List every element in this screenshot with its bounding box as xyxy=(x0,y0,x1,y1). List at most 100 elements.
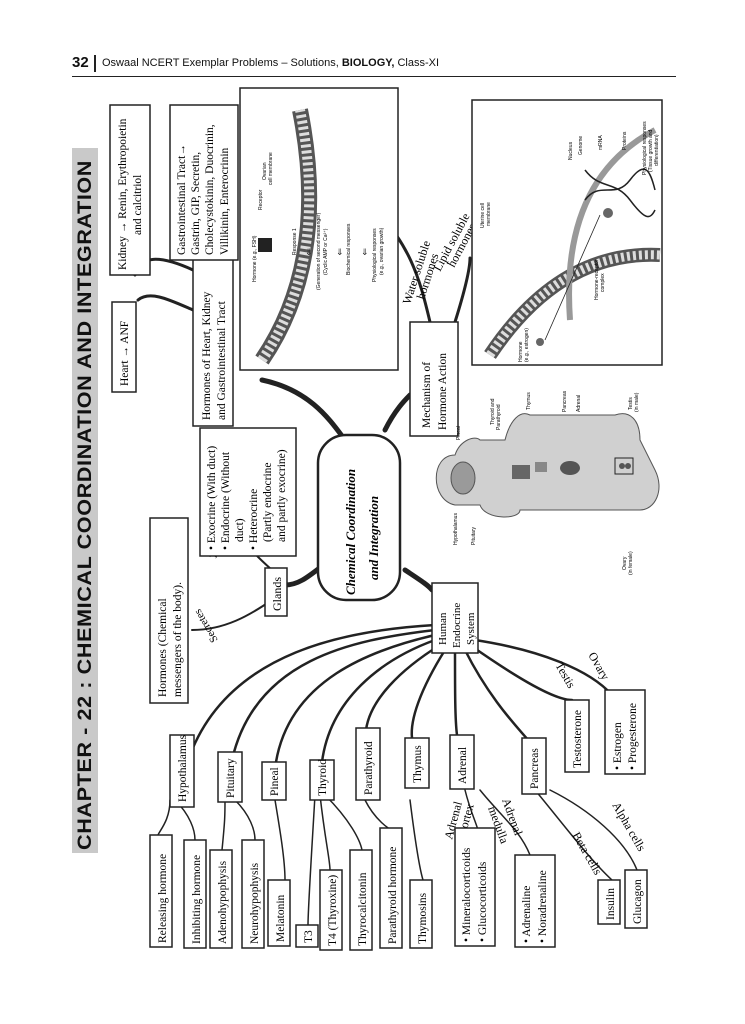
body-pancreas: Pancreas xyxy=(562,390,568,412)
gi-line2: Gastrin, GIP, Secretin, xyxy=(190,152,202,255)
kidney-hormone-line2: and calcitriol xyxy=(132,175,144,235)
gi-line4: Villikinin, Enterocrinin xyxy=(219,147,231,255)
mechanism-line2: Hormone Action xyxy=(437,353,449,430)
alpha-cells-label: Alpha cells xyxy=(609,800,648,854)
water-hormone-label: Hormone (e.g., FSH) xyxy=(252,235,258,282)
lipid-genome: Genome xyxy=(578,136,584,155)
gland-hypothalamus: Hypothalamus xyxy=(177,734,189,802)
lipid-arrow xyxy=(544,214,601,341)
gland-thymus-box xyxy=(404,737,430,789)
central-topic xyxy=(316,433,402,602)
body-hypothalamus: Hypothalamus xyxy=(453,513,459,545)
hormone-adrenaline-box xyxy=(514,854,556,948)
hormone-inhibiting-box xyxy=(183,839,207,949)
book-title: Oswaal NCERT Exemplar Problems – Solutio… xyxy=(102,57,440,69)
secretes-label: Secretes xyxy=(192,607,221,645)
hormone-molecule xyxy=(536,338,544,346)
human-endocrine-hub xyxy=(431,582,479,654)
gland-type-3: • Heterocrine xyxy=(248,489,260,550)
body-adrenal: Adrenal xyxy=(576,395,582,412)
lipid-physiological-1: Physiological responses xyxy=(642,121,648,175)
gland-thyroid: Thyroid xyxy=(317,759,329,796)
gland-type-2b: duct) xyxy=(234,518,246,542)
hormone-glucagon: Glucagon xyxy=(632,879,644,924)
hormone-receptor-complex-shape xyxy=(603,208,613,218)
hub-line3: System xyxy=(465,612,477,645)
chapter-title-bar xyxy=(72,148,98,853)
gland-testosterone-box xyxy=(564,699,590,773)
lipid-membrane-1: Uterine cell xyxy=(480,203,486,228)
water-second-messenger-1: (Generation of second messenger) xyxy=(316,212,322,290)
hormone-insulin-box xyxy=(597,879,621,925)
gland-pineal-box xyxy=(261,761,287,801)
header-divider xyxy=(94,55,96,72)
hub-line1: Human xyxy=(437,612,449,645)
svg-text:⇓: ⇓ xyxy=(361,247,369,257)
gi-line1: Gastrointestinal Tract→ xyxy=(176,144,188,255)
gland-pituitary-box xyxy=(217,751,243,803)
hormone-adenohypophysis-box xyxy=(209,849,233,949)
gland-pineal: Pineal xyxy=(269,767,281,796)
mechanism-box xyxy=(409,321,459,437)
hormone-t3-box xyxy=(295,924,319,948)
kidney-box xyxy=(109,104,151,276)
body-ovary-2: (in female) xyxy=(628,551,634,575)
gland-hypothalamus-box xyxy=(169,734,195,808)
gland-progesterone: • Progesterone xyxy=(627,703,639,770)
gland-estrogen: • Estrogen xyxy=(612,722,624,770)
lipid-physiological-2: (Tissue growth and xyxy=(648,129,654,172)
hormone-glucocorticoids: • Glucocorticoids xyxy=(477,861,489,942)
gland-pancreas: Pancreas xyxy=(529,748,541,789)
heart-kidney-gi-line1: Hormones of Heart, Kidney xyxy=(201,291,213,420)
hormone-corticoids-box xyxy=(454,827,496,947)
dna-strand-1 xyxy=(584,169,656,218)
gland-thymus: Thymus xyxy=(412,745,424,783)
gland-type-3c: and partly exocrine) xyxy=(276,449,288,542)
central-topic-line2: and Integration xyxy=(366,496,381,580)
hormones-definition-box xyxy=(149,517,189,704)
beta-cells-label: Beta cells xyxy=(569,830,605,878)
water-biochemical: Biochemical responses xyxy=(346,223,352,275)
gland-testosterone: Testosterone xyxy=(572,710,584,768)
gland-type-3b: (Partly endocrine xyxy=(262,462,274,542)
water-soluble-panel xyxy=(239,87,399,371)
heart-hormone: Heart → ANF xyxy=(119,321,131,386)
heart-kidney-gi-line2: and Gastrointestinal Tract xyxy=(216,300,228,420)
mechanism-line1: Mechanism of xyxy=(421,362,433,428)
gland-type-2: • Endocrine (Without xyxy=(220,451,232,550)
body-thyroid-2: Parathyroid xyxy=(496,404,502,430)
hormone-parathyroid: Parathyroid hormone xyxy=(387,847,399,944)
hormone-thyrocalcitonin: Thyrocalcitonin xyxy=(357,872,369,946)
hormone-t3: T3 xyxy=(303,930,315,943)
water-receptor-label: Receptor xyxy=(258,189,264,210)
hub-line2: Endocrine xyxy=(451,603,463,648)
lipid-physiological-3: differentiation) xyxy=(654,134,660,166)
body-testis-2: (in male) xyxy=(634,392,640,412)
connector-lines xyxy=(133,198,638,926)
body-pineal: Pineal xyxy=(456,426,462,440)
hormones-definition-line1: Hormones (Chemical xyxy=(157,598,169,697)
central-topic-line1: Chemical Coordination xyxy=(343,469,358,595)
glands-box xyxy=(264,567,288,617)
hormone-melatonin: Melatonin xyxy=(275,894,287,942)
gland-pancreas-box xyxy=(521,737,547,795)
hormone-inhibiting: Inhibiting hormone xyxy=(191,855,203,944)
hormone-releasing: Releasing hormone xyxy=(157,854,169,943)
svg-text:⇓: ⇓ xyxy=(305,247,313,257)
lipid-nucleus: Nucleus xyxy=(568,141,574,160)
hormone-melatonin-box xyxy=(267,879,291,947)
hormone-neurohypophysis-box xyxy=(241,839,265,949)
hormone-thyrocalcitonin-box xyxy=(349,849,373,951)
body-ovary-1: Ovary xyxy=(622,556,628,570)
heart-box xyxy=(111,301,137,393)
lipid-hormone-1: Hormone xyxy=(518,341,524,362)
hormone-thymosins: Thymosins xyxy=(417,892,429,944)
chapter-title: CHAPTER - 22 : CHEMICAL COORDINATION AND… xyxy=(75,160,96,850)
lipid-proteins: Proteins xyxy=(622,131,628,150)
body-thyroid-1: Thyroid and xyxy=(490,398,496,425)
gland-pituitary: Pituitary xyxy=(225,758,237,798)
hormone-glucagon-box xyxy=(624,869,648,929)
lipid-mrna: mRNA xyxy=(598,135,604,150)
hormone-adrenaline: • Adrenaline xyxy=(521,886,533,943)
svg-text:⇓: ⇓ xyxy=(336,247,344,257)
